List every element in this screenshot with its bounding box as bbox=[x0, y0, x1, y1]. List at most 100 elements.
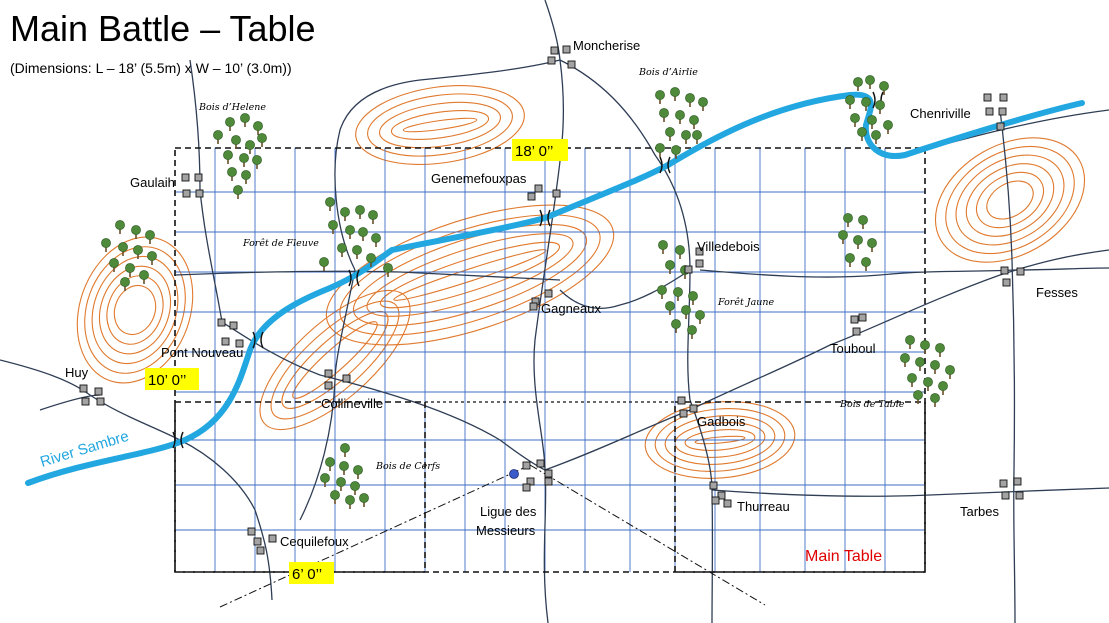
bridge bbox=[356, 269, 360, 287]
town-label-ligue-des: Ligue des bbox=[480, 504, 537, 519]
tree-icon bbox=[681, 130, 691, 144]
tree-icon bbox=[345, 495, 355, 509]
building-icon bbox=[221, 337, 230, 346]
building-icon bbox=[324, 381, 333, 390]
bridge bbox=[348, 269, 352, 287]
main-table-label: Main Table bbox=[805, 548, 882, 565]
building-icon bbox=[96, 397, 105, 406]
building-icon bbox=[194, 173, 203, 182]
building-icon bbox=[1013, 477, 1022, 486]
building-icon bbox=[999, 93, 1008, 102]
tree-icon bbox=[109, 258, 119, 272]
town-label-tarbes: Tarbes bbox=[960, 504, 1000, 519]
contour-line bbox=[986, 180, 1034, 220]
road bbox=[559, 269, 691, 309]
contour-line bbox=[325, 204, 615, 346]
tree-icon bbox=[900, 353, 910, 367]
building-icon bbox=[684, 265, 693, 274]
tree-icon bbox=[673, 287, 683, 301]
building-icon bbox=[985, 107, 994, 116]
building-icon bbox=[79, 384, 88, 393]
town-label-gagneaux: Gagneaux bbox=[541, 301, 601, 316]
tree-icon bbox=[131, 225, 141, 239]
tree-icon bbox=[681, 305, 691, 319]
tree-icon bbox=[867, 238, 877, 252]
tree-icon bbox=[861, 257, 871, 271]
building-icon bbox=[852, 327, 861, 336]
contour-line bbox=[352, 223, 588, 327]
tree-icon bbox=[337, 243, 347, 257]
tree-icon bbox=[871, 130, 881, 144]
building-icon bbox=[544, 469, 553, 478]
road bbox=[533, 0, 565, 623]
tree-icon bbox=[685, 93, 695, 107]
table-grid bbox=[175, 148, 925, 572]
tree-icon bbox=[233, 185, 243, 199]
contour-line bbox=[976, 171, 1044, 229]
building-icon bbox=[536, 459, 545, 468]
woods-trees bbox=[101, 75, 955, 509]
tree-icon bbox=[659, 108, 669, 122]
tree-icon bbox=[350, 481, 360, 495]
bridge bbox=[547, 209, 551, 227]
tree-icon bbox=[670, 87, 680, 101]
wood-label-foret-de-fleuve: Forêt de Fleuve bbox=[242, 238, 319, 249]
building-icon bbox=[1001, 491, 1010, 500]
bridge bbox=[252, 331, 256, 349]
sightline-right bbox=[529, 464, 766, 606]
bridge bbox=[539, 209, 543, 227]
tree-icon bbox=[671, 319, 681, 333]
contour-line bbox=[654, 408, 786, 472]
tree-icon bbox=[115, 220, 125, 234]
building-icon bbox=[324, 369, 333, 378]
tree-icon bbox=[371, 233, 381, 247]
tree-icon bbox=[257, 133, 267, 147]
contour-line bbox=[402, 117, 478, 133]
bridge bbox=[659, 156, 663, 174]
tree-icon bbox=[843, 213, 853, 227]
tree-icon bbox=[861, 97, 871, 111]
building-icon bbox=[709, 481, 718, 490]
tree-icon bbox=[133, 245, 143, 259]
tree-icon bbox=[858, 215, 868, 229]
bridges bbox=[172, 91, 884, 449]
wood-label-foret-jaune: Forêt Jaune bbox=[717, 297, 775, 308]
contour-line bbox=[270, 300, 400, 420]
contour-line bbox=[355, 85, 525, 165]
tree-icon bbox=[241, 170, 251, 184]
building-icon bbox=[996, 122, 1005, 131]
tree-icon bbox=[657, 285, 667, 299]
building-icon bbox=[342, 374, 351, 383]
tree-icon bbox=[658, 240, 668, 254]
road bbox=[334, 59, 561, 271]
wood-label-bois-dairlie: Bois d’Airlie bbox=[638, 67, 698, 78]
tree-icon bbox=[328, 220, 338, 234]
building-icon bbox=[544, 477, 553, 486]
tree-icon bbox=[139, 270, 149, 284]
building-icon bbox=[679, 409, 688, 418]
tree-icon bbox=[147, 251, 157, 265]
tree-icon bbox=[692, 130, 702, 144]
tree-icon bbox=[340, 207, 350, 221]
building-icon bbox=[534, 184, 543, 193]
tree-icon bbox=[845, 253, 855, 267]
tree-icon bbox=[655, 143, 665, 157]
tree-icon bbox=[675, 110, 685, 124]
contour-line bbox=[76, 236, 194, 384]
tree-icon bbox=[930, 393, 940, 407]
town-label-villedebois: Villedebois bbox=[697, 239, 760, 254]
town-label-cequilefoux: Cequilefoux bbox=[280, 534, 349, 549]
building-icon bbox=[94, 387, 103, 396]
road bbox=[299, 269, 356, 521]
building-icon bbox=[235, 339, 244, 348]
tree-icon bbox=[245, 140, 255, 154]
building-icon bbox=[195, 189, 204, 198]
tree-icon bbox=[227, 167, 237, 181]
tree-icon bbox=[325, 457, 335, 471]
tree-icon bbox=[340, 443, 350, 457]
tree-icon bbox=[867, 115, 877, 129]
town-label-gadbois: Gadbois bbox=[697, 414, 746, 429]
tree-icon bbox=[320, 473, 330, 487]
building-icon bbox=[527, 192, 536, 201]
